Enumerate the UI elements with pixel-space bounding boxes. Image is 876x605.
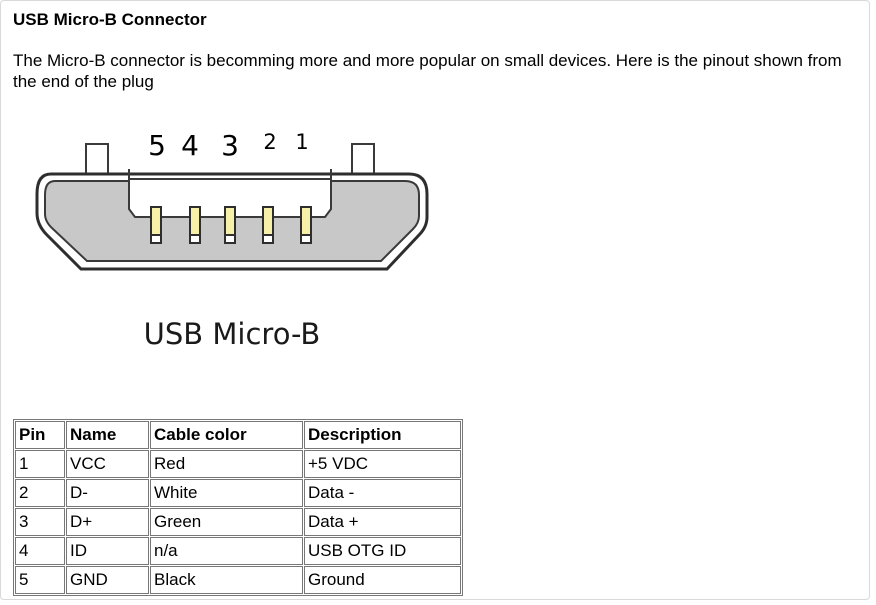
cell-description: +5 VDC (304, 450, 461, 478)
pin-number-2: 2 (263, 130, 276, 154)
right-latch (351, 143, 375, 175)
cell-cable-color: Green (150, 508, 303, 536)
pinout-table: Pin Name Cable color Description 1 VCC R… (13, 419, 463, 596)
contact-pin-3 (224, 206, 236, 244)
usb-micro-b-diagram: 5 4 3 2 1 (29, 119, 439, 399)
contact-pin-2 (262, 206, 274, 244)
cell-cable-color: Black (150, 566, 303, 594)
cell-name: D+ (66, 508, 149, 536)
contact-pin-4 (189, 206, 201, 244)
cell-pin: 1 (15, 450, 65, 478)
table-header-row: Pin Name Cable color Description (15, 421, 461, 449)
diagram-caption: USB Micro-B (144, 317, 321, 351)
cell-description: Data + (304, 508, 461, 536)
section-title: USB Micro-B Connector (13, 10, 207, 29)
column-header-description: Description (304, 421, 461, 449)
cell-name: VCC (66, 450, 149, 478)
cell-name: ID (66, 537, 149, 565)
table-row: 4 ID n/a USB OTG ID (15, 537, 461, 565)
cell-pin: 5 (15, 566, 65, 594)
column-header-cable-color: Cable color (150, 421, 303, 449)
cell-pin: 3 (15, 508, 65, 536)
pin-number-5: 5 (148, 129, 166, 162)
left-latch (85, 143, 109, 175)
cell-name: D- (66, 479, 149, 507)
table-row: 1 VCC Red +5 VDC (15, 450, 461, 478)
cell-cable-color: n/a (150, 537, 303, 565)
cell-description: Ground (304, 566, 461, 594)
table-row: 3 D+ Green Data + (15, 508, 461, 536)
cell-description: USB OTG ID (304, 537, 461, 565)
cell-cable-color: White (150, 479, 303, 507)
pin-number-3: 3 (221, 129, 239, 162)
table-row: 2 D- White Data - (15, 479, 461, 507)
cell-pin: 2 (15, 479, 65, 507)
pin-number-1: 1 (295, 130, 308, 154)
intro-paragraph: The Micro-B connector is becomming more … (13, 51, 842, 91)
cell-name: GND (66, 566, 149, 594)
cell-cable-color: Red (150, 450, 303, 478)
pin-number-4: 4 (181, 129, 199, 162)
cell-description: Data - (304, 479, 461, 507)
column-header-pin: Pin (15, 421, 65, 449)
contact-pin-5 (150, 206, 162, 244)
cell-pin: 4 (15, 537, 65, 565)
table-row: 5 GND Black Ground (15, 566, 461, 594)
column-header-name: Name (66, 421, 149, 449)
contact-pin-1 (300, 206, 312, 244)
